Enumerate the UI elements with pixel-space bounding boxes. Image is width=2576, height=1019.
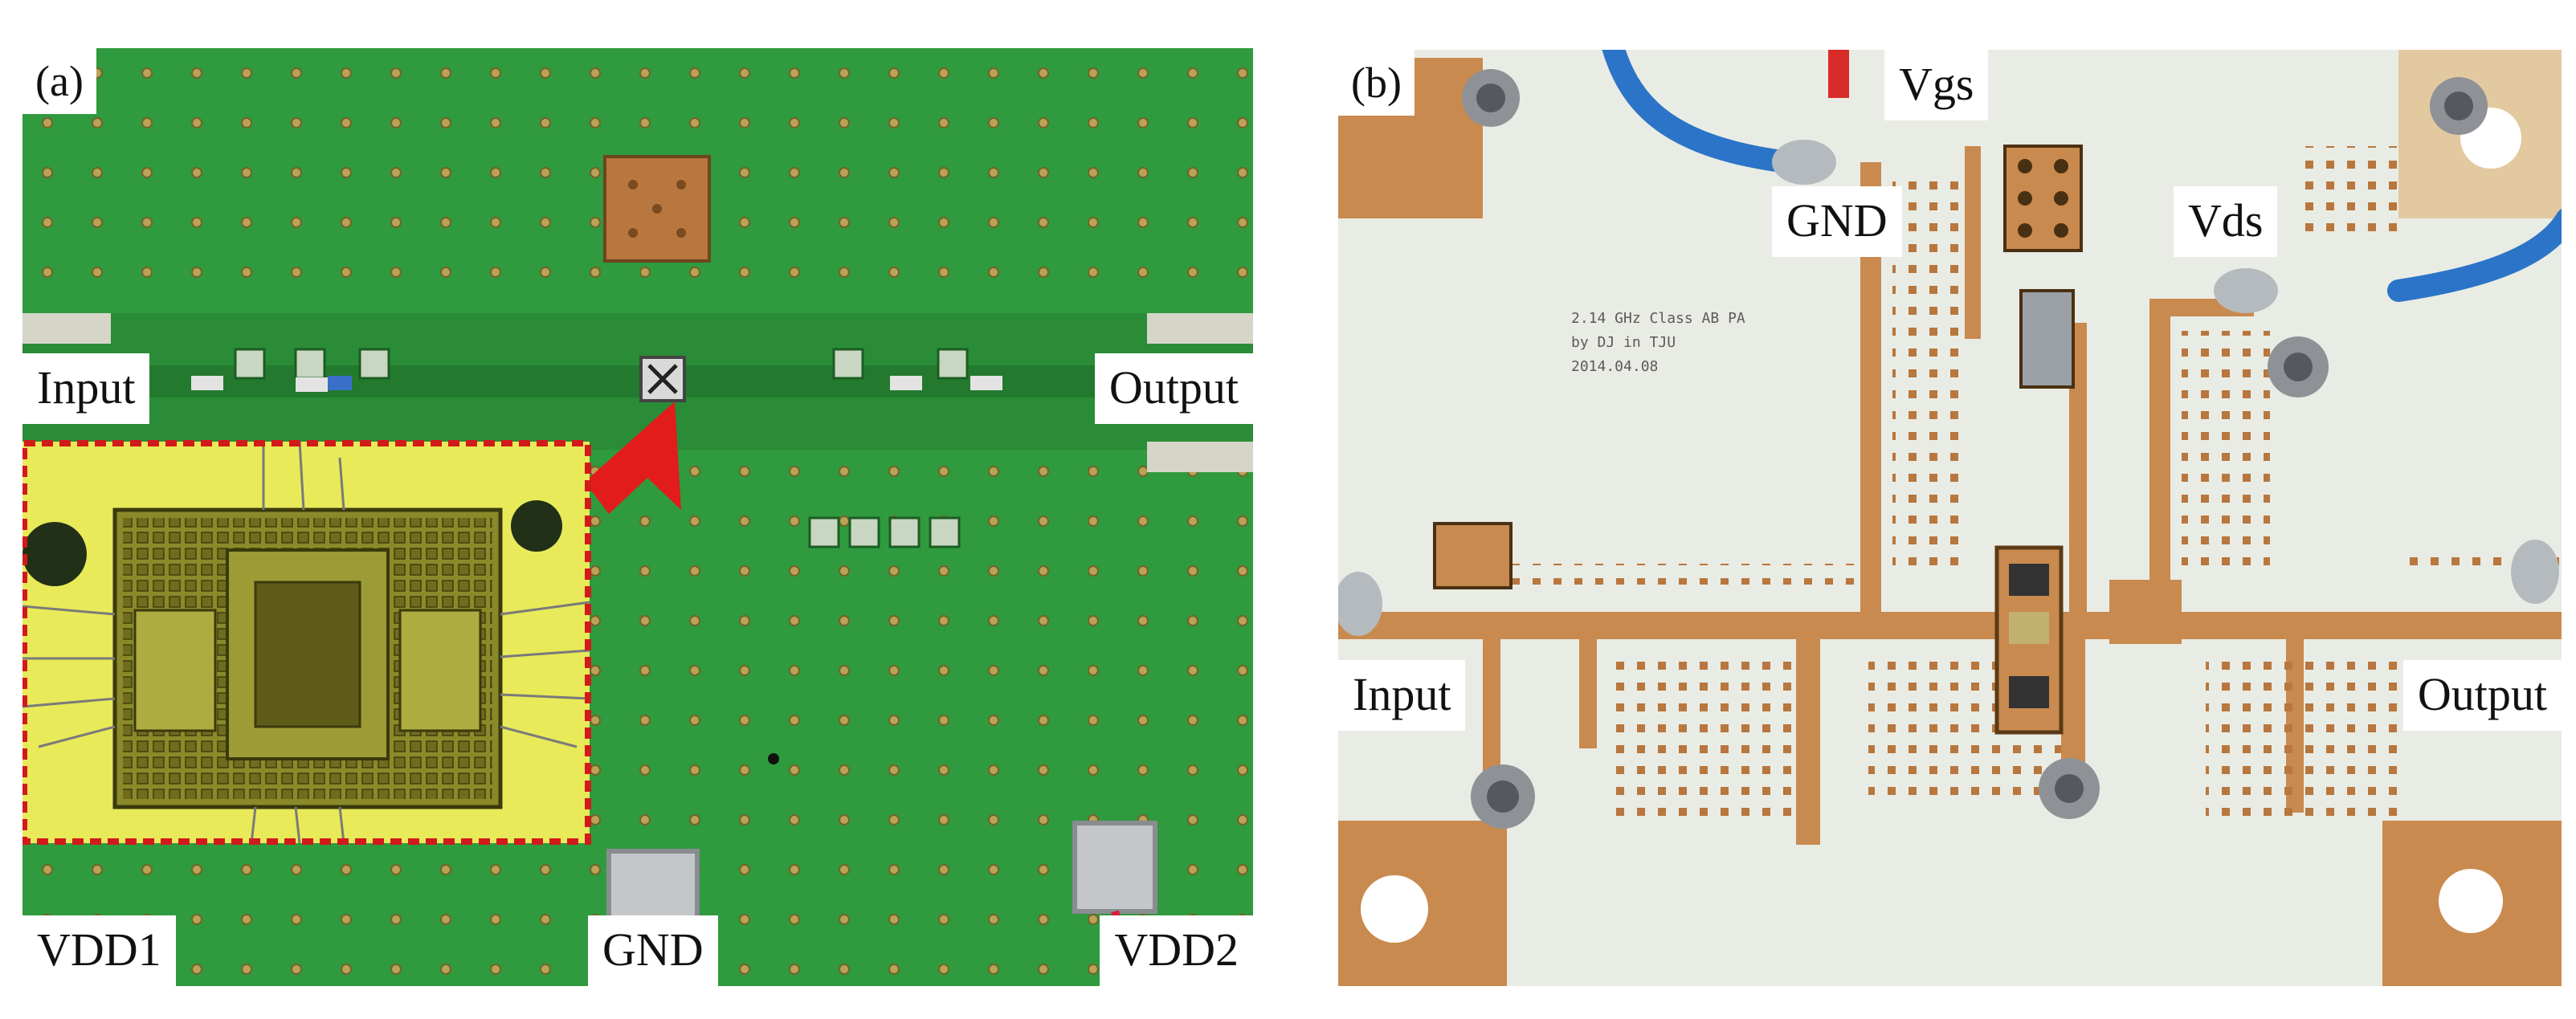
vdd2-label: VDD2 [1100,915,1253,986]
gnd-label: GND [1772,186,1902,257]
pa-board-photo: 2.14 GHz Class AB PA by DJ in TJU 2014.0… [1338,50,2562,986]
lna-pcb-photo [22,48,1253,986]
output-label: Output [1094,353,1253,424]
input-label: Input [22,353,150,424]
panel-b-tag: (b) [1338,50,1415,116]
panel-a-tag: (a) [22,48,96,114]
gnd-label: GND [588,915,718,986]
input-label: Input [1338,660,1466,731]
board-marking-line-2: by DJ in TJU [1571,334,1676,351]
panel-a-photo: (a) Input Output VDD1 GND VDD2 [22,48,1253,986]
vdd1-label: VDD1 [22,915,176,986]
panel-b-photo: 2.14 GHz Class AB PA by DJ in TJU 2014.0… [1338,50,2562,986]
vgs-label: Vgs [1884,50,1989,120]
output-label: Output [2402,660,2562,731]
board-marking-line-1: 2.14 GHz Class AB PA [1571,310,1745,327]
vds-label: Vds [2174,186,2278,257]
board-marking-line-3: 2014.04.08 [1571,358,1658,375]
